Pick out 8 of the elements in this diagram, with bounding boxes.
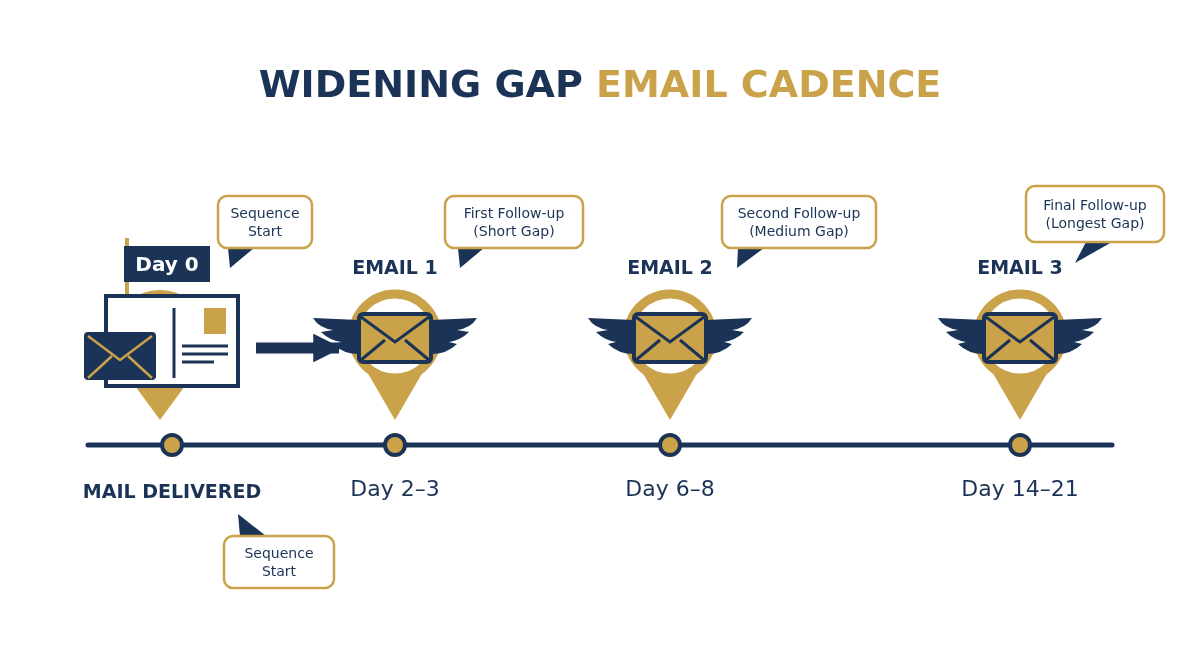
title: WIDENING GAP EMAIL CADENCE (257, 62, 943, 106)
milestone-label: MAIL DELIVERED (81, 480, 263, 502)
day-label: Day 14–21 (960, 476, 1080, 501)
email-heading: EMAIL 2 (626, 256, 714, 278)
email-heading: EMAIL 1 (351, 256, 439, 278)
day-label: Day 2–3 (349, 476, 441, 501)
day-label: Day 6–8 (624, 476, 716, 501)
arrow (256, 333, 342, 363)
